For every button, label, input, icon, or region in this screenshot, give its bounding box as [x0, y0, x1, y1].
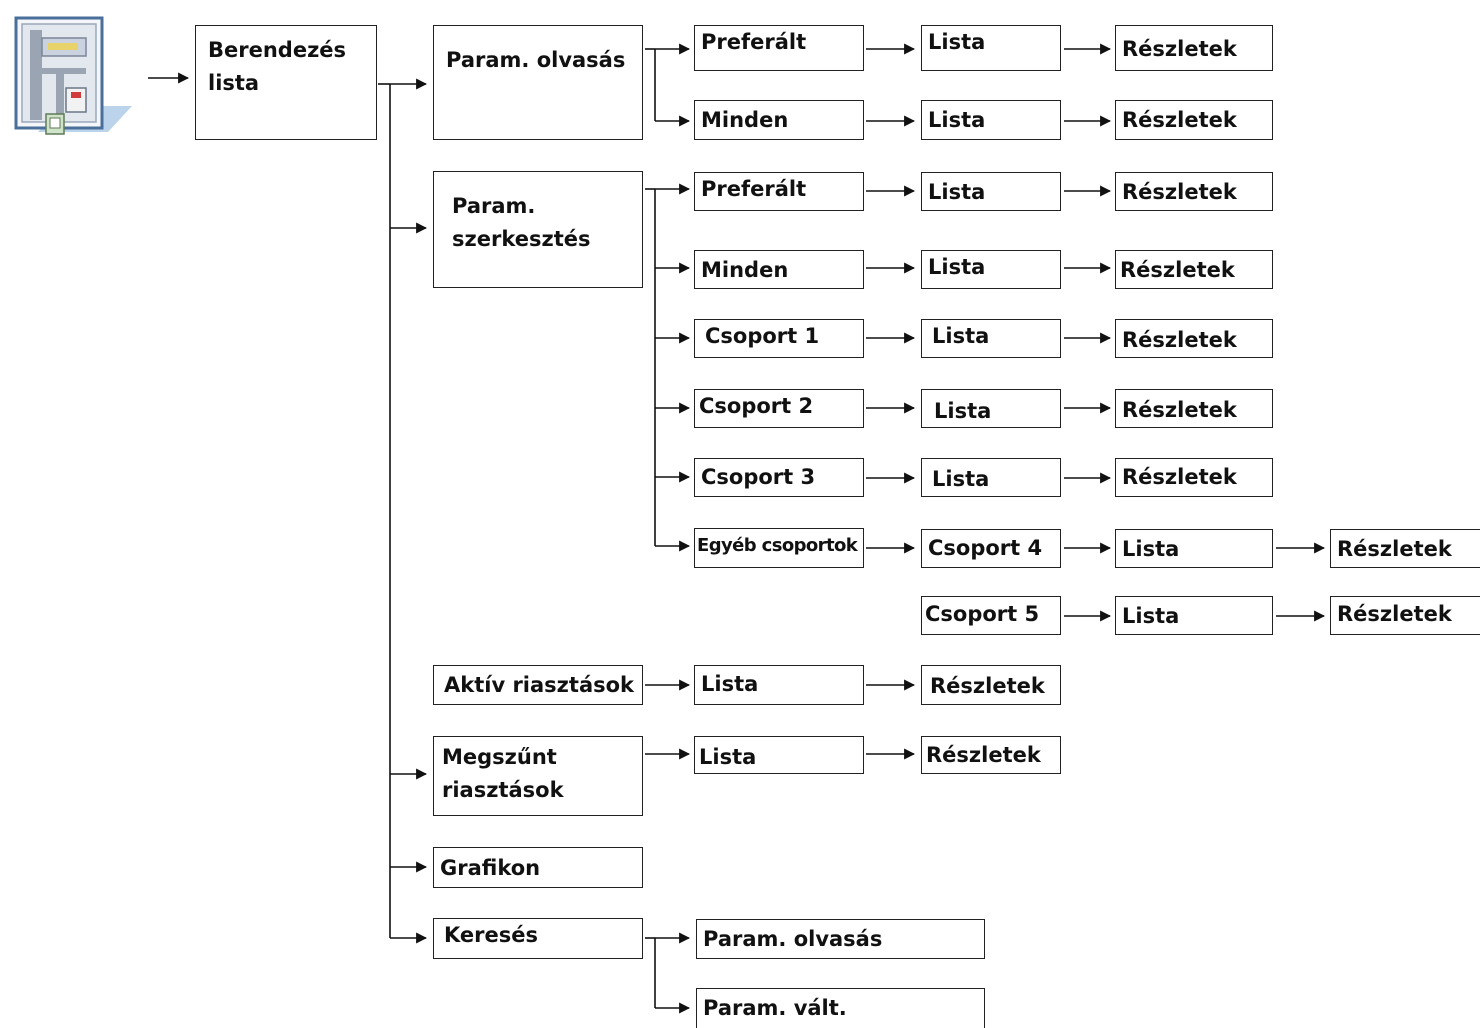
- edit-group1-details-label: Részletek: [1122, 328, 1237, 352]
- read-preferred-label: Preferált: [701, 30, 807, 54]
- active-alarms-details-box[interactable]: Részletek: [921, 665, 1061, 705]
- edit-group2-details-label: Részletek: [1122, 398, 1237, 422]
- edit-group5-list-box[interactable]: Lista: [1115, 596, 1273, 635]
- edit-all-list-label: Lista: [928, 255, 986, 279]
- active-alarms-details-label: Részletek: [930, 674, 1045, 698]
- edit-preferred-details-label: Részletek: [1122, 180, 1237, 204]
- edit-group3-list-label: Lista: [932, 467, 990, 491]
- search-param-read-box[interactable]: Param. olvasás: [696, 919, 985, 959]
- edit-group2-box[interactable]: Csoport 2: [694, 389, 864, 428]
- edit-all-details-box[interactable]: Részletek: [1115, 250, 1273, 289]
- read-all-label: Minden: [701, 108, 789, 132]
- edit-group4-box[interactable]: Csoport 4: [921, 529, 1061, 568]
- search-param-read-label: Param. olvasás: [703, 927, 883, 951]
- edit-preferred-label: Preferált: [701, 177, 807, 201]
- root-label: Berendezés lista: [208, 38, 347, 95]
- search-param-change-box[interactable]: Param. vált.: [696, 988, 985, 1028]
- edit-group2-label: Csoport 2: [699, 394, 814, 418]
- read-preferred-list-label: Lista: [928, 30, 986, 54]
- edit-group4-details-label: Részletek: [1337, 537, 1452, 561]
- edit-group1-box[interactable]: Csoport 1: [694, 319, 864, 358]
- ceased-alarms-details-label: Részletek: [926, 743, 1041, 767]
- edit-group3-box[interactable]: Csoport 3: [694, 458, 864, 497]
- edit-group2-list-box[interactable]: Lista: [921, 389, 1061, 428]
- ceased-alarms-list-box[interactable]: Lista: [694, 736, 864, 774]
- edit-group3-details-label: Részletek: [1122, 465, 1237, 489]
- edit-group4-list-label: Lista: [1122, 537, 1180, 561]
- edit-group5-details-box[interactable]: Részletek: [1330, 596, 1480, 635]
- edit-other-groups-box[interactable]: Egyéb csoportok: [694, 528, 864, 568]
- edit-preferred-box[interactable]: Preferált: [694, 172, 864, 211]
- edit-group1-details-box[interactable]: Részletek: [1115, 319, 1273, 358]
- read-all-list-box[interactable]: Lista: [921, 100, 1061, 140]
- edit-group4-details-box[interactable]: Részletek: [1330, 529, 1480, 568]
- param-edit-label: Param. szerkesztés: [452, 194, 591, 251]
- edit-preferred-list-label: Lista: [928, 180, 986, 204]
- edit-group5-details-label: Részletek: [1337, 602, 1452, 626]
- search-param-change-label: Param. vált.: [703, 996, 847, 1020]
- read-preferred-box[interactable]: Preferált: [694, 25, 864, 71]
- edit-group3-details-box[interactable]: Részletek: [1115, 458, 1273, 497]
- read-preferred-list-box[interactable]: Lista: [921, 25, 1061, 71]
- search-box[interactable]: Keresés: [433, 918, 643, 959]
- edit-group1-list-label: Lista: [932, 324, 990, 348]
- edit-all-label: Minden: [701, 258, 789, 282]
- active-alarms-list-box[interactable]: Lista: [694, 665, 864, 705]
- param-edit-box[interactable]: Param. szerkesztés: [433, 171, 643, 288]
- search-label: Keresés: [444, 923, 538, 947]
- ceased-alarms-details-box[interactable]: Részletek: [921, 736, 1061, 774]
- edit-other-groups-label: Egyéb csoportok: [697, 535, 858, 556]
- edit-group4-list-box[interactable]: Lista: [1115, 529, 1273, 568]
- read-preferred-details-label: Részletek: [1122, 37, 1237, 61]
- edit-all-details-label: Részletek: [1120, 258, 1235, 282]
- edit-preferred-details-box[interactable]: Részletek: [1115, 172, 1273, 211]
- param-read-box[interactable]: Param. olvasás: [433, 25, 643, 140]
- ceased-alarms-box[interactable]: Megszűnt riasztások: [433, 736, 643, 816]
- device-list-app-icon: [14, 16, 132, 135]
- active-alarms-box[interactable]: Aktív riasztások: [433, 665, 643, 705]
- edit-group5-list-label: Lista: [1122, 604, 1180, 628]
- edit-all-list-box[interactable]: Lista: [921, 250, 1061, 289]
- active-alarms-label: Aktív riasztások: [444, 673, 635, 697]
- edit-group3-list-box[interactable]: Lista: [921, 458, 1061, 497]
- edit-group5-label: Csoport 5: [925, 602, 1040, 626]
- edit-group4-label: Csoport 4: [928, 536, 1043, 560]
- edit-all-box[interactable]: Minden: [694, 250, 864, 289]
- root-device-list-box[interactable]: Berendezés lista: [195, 25, 377, 140]
- chart-label: Grafikon: [440, 856, 541, 880]
- edit-group1-label: Csoport 1: [705, 324, 820, 348]
- edit-preferred-list-box[interactable]: Lista: [921, 172, 1061, 211]
- chart-box[interactable]: Grafikon: [433, 847, 643, 888]
- read-preferred-details-box[interactable]: Részletek: [1115, 25, 1273, 71]
- edit-group3-label: Csoport 3: [701, 465, 816, 489]
- param-read-label: Param. olvasás: [446, 48, 626, 72]
- ceased-alarms-list-label: Lista: [699, 745, 757, 769]
- ceased-alarms-label: Megszűnt riasztások: [442, 745, 564, 802]
- read-all-box[interactable]: Minden: [694, 100, 864, 140]
- read-all-details-label: Részletek: [1122, 108, 1237, 132]
- read-all-list-label: Lista: [928, 108, 986, 132]
- edit-group5-box[interactable]: Csoport 5: [921, 596, 1061, 635]
- edit-group1-list-box[interactable]: Lista: [921, 319, 1061, 358]
- edit-group2-details-box[interactable]: Részletek: [1115, 389, 1273, 428]
- edit-group2-list-label: Lista: [934, 399, 992, 423]
- read-all-details-box[interactable]: Részletek: [1115, 100, 1273, 140]
- active-alarms-list-label: Lista: [701, 672, 759, 696]
